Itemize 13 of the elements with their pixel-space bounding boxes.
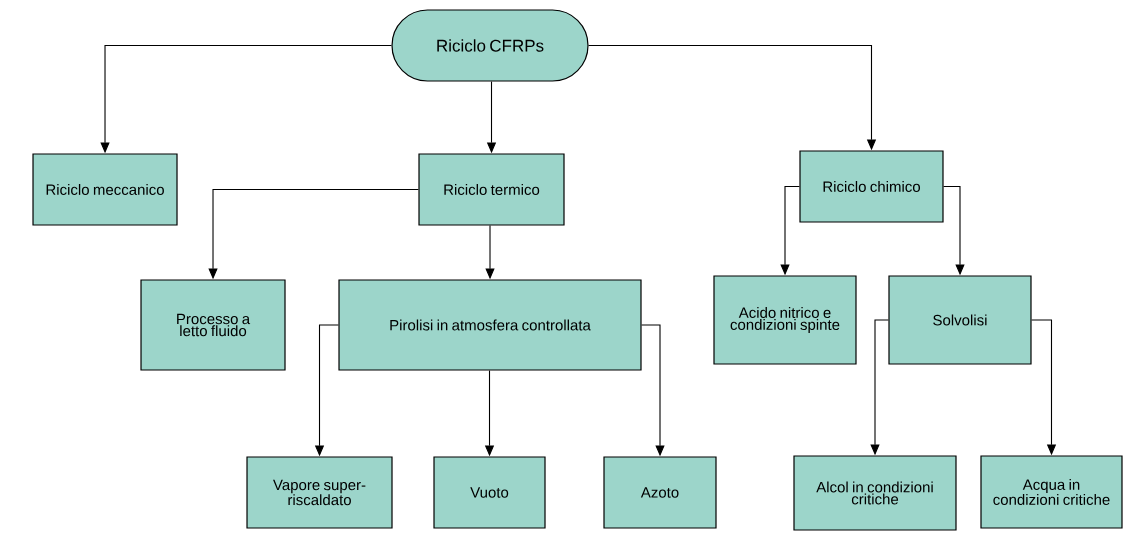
process-box: Acido nitrico e condizioni spinte bbox=[713, 275, 857, 365]
process-box: Azoto bbox=[603, 456, 717, 529]
process-box: Riciclo meccanico bbox=[32, 153, 178, 226]
process-box: Alcol in condizioni critiche bbox=[793, 455, 957, 531]
process-box: Acqua in condizioni critiche bbox=[980, 455, 1123, 529]
start-terminal: Riciclo CFRPs bbox=[391, 9, 589, 82]
process-box: Riciclo termico bbox=[418, 153, 565, 226]
process-box: Pirolisi in atmosfera controllata bbox=[338, 279, 642, 371]
process-box: Processo a letto fluido bbox=[140, 279, 286, 371]
process-box: Vapore super-riscaldato bbox=[246, 456, 393, 529]
process-box: Solvolisi bbox=[888, 275, 1032, 365]
process-box: Vuoto bbox=[433, 456, 546, 529]
process-box: Riciclo chimico bbox=[799, 150, 944, 223]
